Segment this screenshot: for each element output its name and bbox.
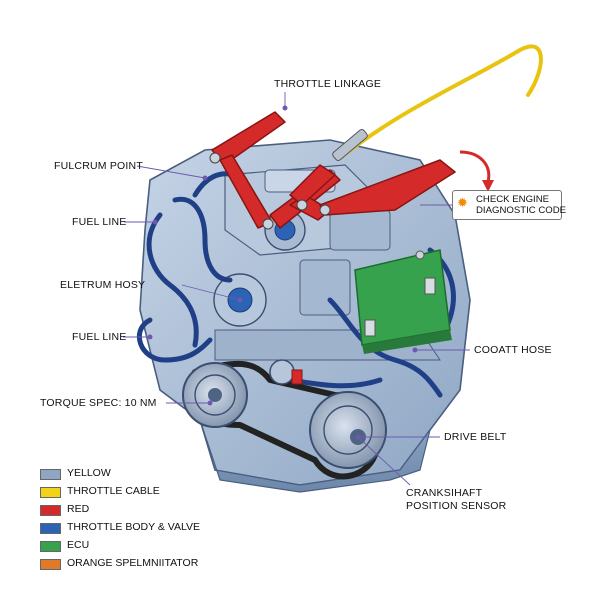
- label-fulcrum-point: FULCRUM POINT: [54, 160, 143, 172]
- label-fuel-line-bottom: FUEL LINE: [72, 331, 127, 343]
- legend-label: THROTTLE CABLE: [67, 485, 160, 497]
- throttle-cable: [332, 44, 543, 161]
- label-eletrum-hosy: ELETRUM HOSY: [60, 279, 146, 291]
- legend-label: ORANGE SPELMNIITATOR: [67, 557, 199, 569]
- callout-line2: DIAGNOSTIC CODE: [476, 205, 567, 216]
- sun-warning-icon: ✹: [457, 195, 468, 210]
- label-drive-belt: DRIVE BELT: [444, 431, 507, 443]
- leader-lines: [123, 92, 470, 486]
- label-crankshaft-sensor-line2: POSITION SENSOR: [406, 500, 507, 512]
- legend-label: RED: [67, 503, 90, 515]
- legend-label: YELLOW: [67, 467, 111, 479]
- crank-pulley: [182, 362, 248, 428]
- legend-swatch: [40, 469, 61, 480]
- legend-swatch: [40, 559, 61, 570]
- legend-label: THROTTLE BODY & VALVE: [67, 521, 201, 533]
- callout-text: CHECK ENGINE DIAGNOSTIC CODE: [476, 194, 566, 216]
- legend-swatch: [40, 505, 61, 516]
- hoses: [136, 171, 456, 398]
- legend-swatch: [40, 541, 61, 552]
- linkage-pivots: [209, 152, 331, 230]
- label-cooatt-hose: COOATT HOSE: [474, 344, 552, 356]
- small-pulley: [269, 359, 303, 385]
- callout-line1: CHECK ENGINE: [476, 194, 550, 205]
- label-torque-spec: TORQUE SPEC: 10 NM: [40, 397, 157, 409]
- lower-pulley: [309, 391, 387, 469]
- label-fuel-line-top: FUEL LINE: [72, 216, 127, 228]
- red-curved-arrow: [459, 150, 494, 192]
- legend-swatch: [40, 487, 61, 498]
- check-engine-callout: ✹ CHECK ENGINE DIAGNOSTIC CODE: [452, 190, 566, 220]
- legend-swatch: [40, 523, 61, 534]
- leader-dots: [147, 105, 418, 440]
- ecu-module: [354, 249, 452, 354]
- legend-label: ECU: [67, 539, 90, 551]
- label-crankshaft-sensor-line1: CRANKSIHAFT: [406, 487, 483, 499]
- label-throttle-linkage: THROTTLE LINKAGE: [274, 78, 382, 90]
